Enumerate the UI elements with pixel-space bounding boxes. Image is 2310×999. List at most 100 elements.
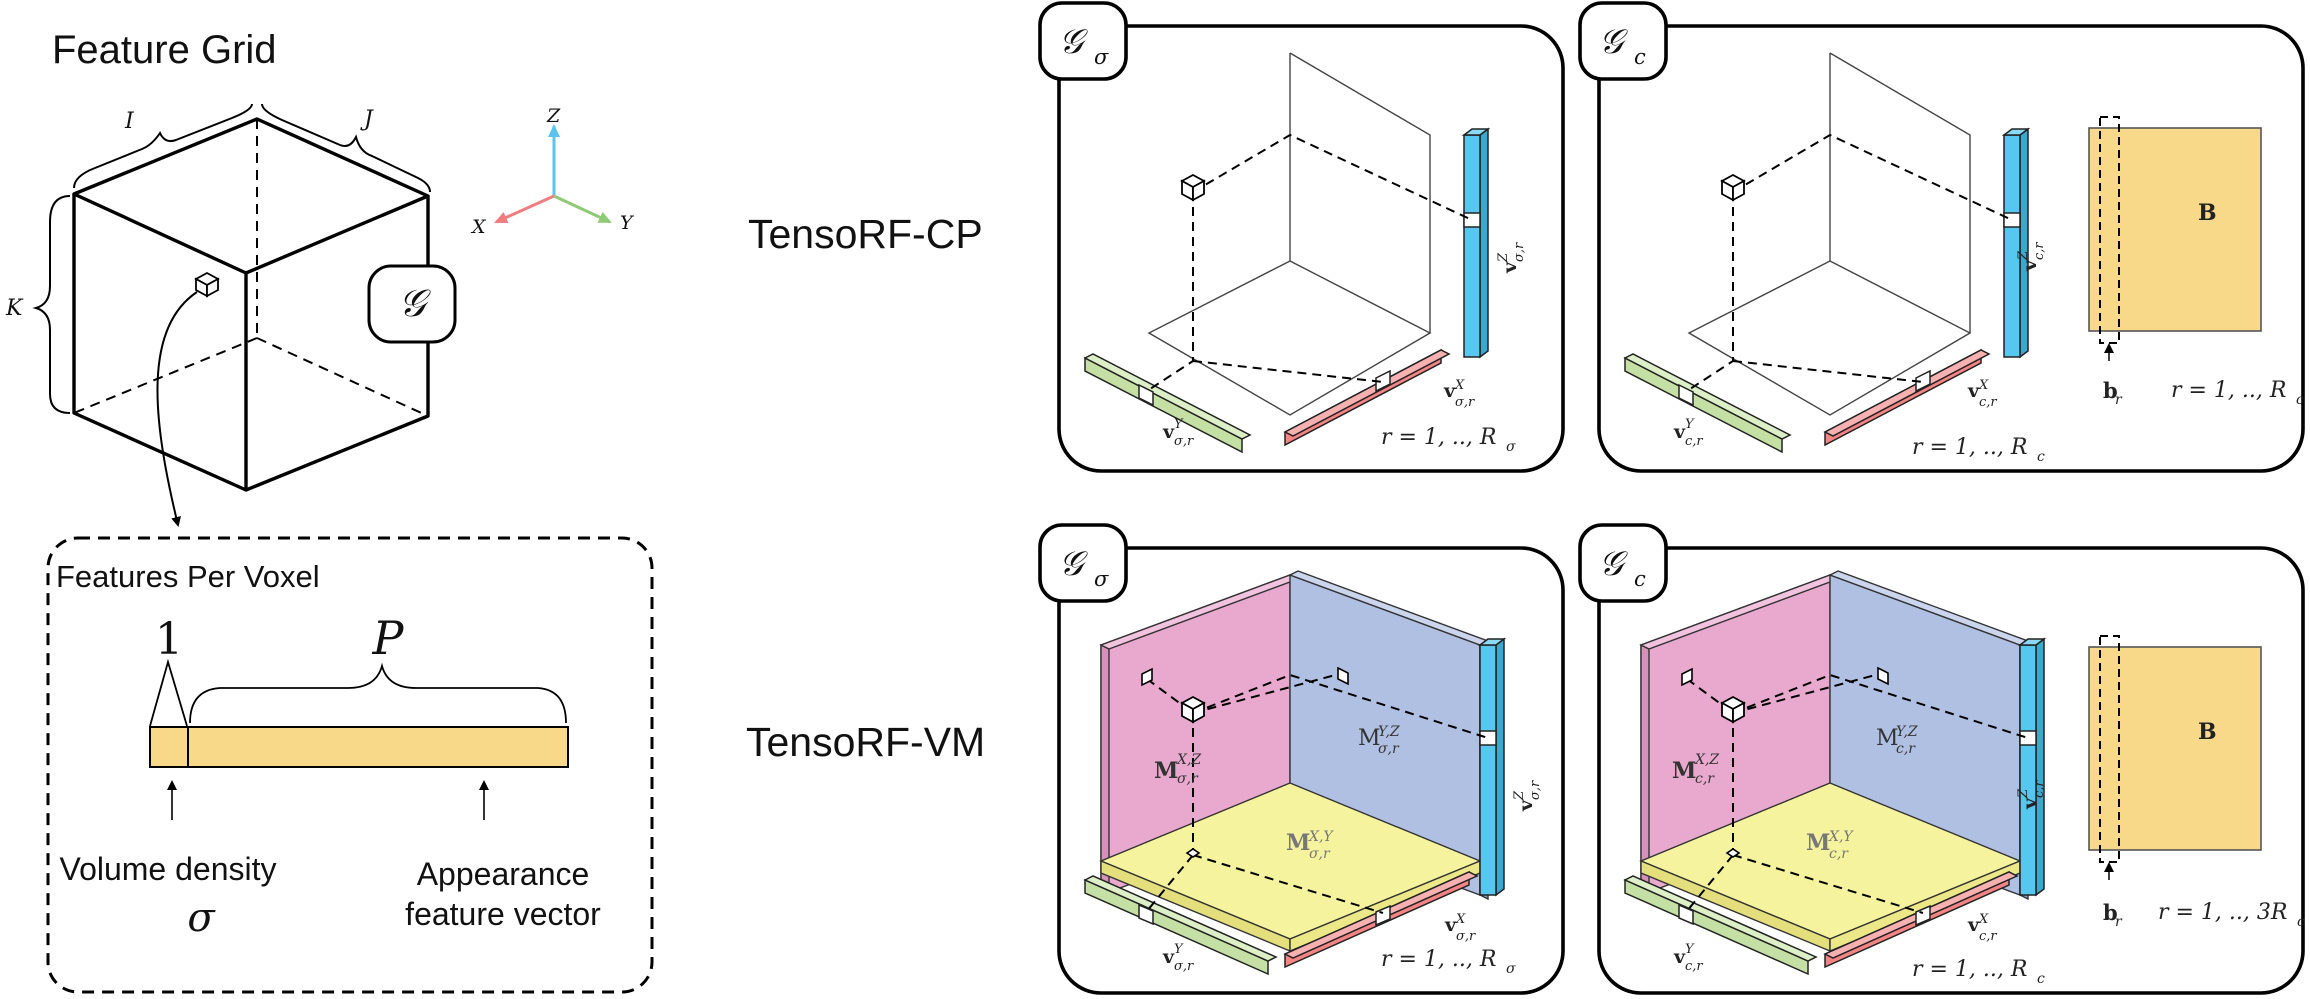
svg-text:Y: Y: [1685, 417, 1695, 432]
svg-text:c,r: c,r: [1829, 846, 1849, 862]
vz-base: v: [2019, 797, 2041, 810]
svg-text:σ,r: σ,r: [1455, 395, 1475, 410]
svg-text:𝒢: 𝒢: [1599, 544, 1628, 584]
range-sub: σ: [1506, 439, 1516, 455]
svg-text:X,Z: X,Z: [1176, 752, 1201, 768]
mxz-sub: σ,r: [1177, 771, 1199, 787]
g-c-sub: c: [1634, 567, 1646, 591]
svg-text:c,r: c,r: [1896, 741, 1916, 757]
vz-base: v: [1515, 799, 1537, 812]
range-sub: c: [2037, 449, 2045, 465]
vy-sup: Y: [1174, 942, 1184, 957]
svg-text:v: v: [1967, 914, 1980, 936]
voxel-arrow: [156, 291, 198, 527]
range-text-b: r = 1, .., 3R: [2158, 900, 2287, 925]
b-vector-sub: r: [2115, 392, 2123, 408]
appearance-line2: feature vector: [405, 896, 601, 932]
svg-text:Y: Y: [1685, 942, 1695, 957]
svg-text:Z: Z: [1496, 252, 1511, 263]
brace-p: [189, 662, 567, 724]
vy-base: v: [1673, 421, 1686, 443]
svg-text:c,r: c,r: [1685, 434, 1703, 449]
svg-text:σ,r: σ,r: [1177, 771, 1199, 787]
svg-text:r = 1, .., R: r = 1, .., R: [1912, 957, 2027, 982]
svg-text:v: v: [1443, 380, 1456, 402]
vy-base: v: [1162, 421, 1175, 443]
axis-z-label: Z: [546, 105, 561, 127]
label-p: P: [372, 611, 405, 665]
svg-text:r: r: [2115, 392, 2123, 408]
svg-text:M: M: [1358, 726, 1381, 751]
svg-text:σ,r: σ,r: [1456, 929, 1476, 944]
range-sub: c: [2037, 971, 2045, 987]
svg-text:σ,r: σ,r: [1512, 242, 1527, 262]
svg-text:c: c: [1634, 45, 1646, 69]
myz-base: M: [1876, 726, 1899, 751]
vz-sub: c,r: [2032, 242, 2047, 260]
vx-sub: c,r: [1979, 929, 1997, 944]
range-text: r = 1, .., R: [1381, 947, 1496, 972]
b-vector-sub: r: [2115, 914, 2123, 930]
range-text: r = 1, .., R: [1912, 957, 2027, 982]
vx-sup: X: [1978, 912, 1989, 927]
density-label: Volume density: [59, 851, 276, 887]
mxz-base: M: [1672, 758, 1696, 784]
panel-vm-c: 𝒢 c M X,Z c,r M Y,Z c,r M X,Y c,r v Z c,…: [1578, 523, 2305, 995]
vx-base: v: [1967, 380, 1980, 402]
svg-text:r = 1, .., R: r = 1, .., R: [1381, 947, 1496, 972]
vx-base: v: [1967, 914, 1980, 936]
svg-text:r: r: [2115, 914, 2123, 930]
svg-text:M: M: [1876, 726, 1899, 751]
svg-text:v: v: [2019, 259, 2041, 272]
vy-sup: Y: [1685, 417, 1695, 432]
appearance-line1: Appearance: [417, 856, 590, 892]
svg-text:M: M: [1672, 758, 1696, 784]
mxz-sub: c,r: [1695, 771, 1715, 787]
vz-sub: σ,r: [1528, 780, 1543, 800]
svg-text:𝒢: 𝒢: [1599, 22, 1628, 62]
brace-j: [261, 103, 431, 193]
svg-text:v: v: [1162, 946, 1175, 968]
label-k: K: [5, 296, 24, 321]
mxy-sub: c,r: [1829, 846, 1849, 862]
vx-sub: c,r: [1979, 395, 1997, 410]
vz-sup: Z: [2016, 250, 2031, 261]
svg-text:M: M: [1286, 830, 1310, 856]
b-matrix-label: B: [2198, 719, 2217, 745]
svg-text:X,Z: X,Z: [1694, 752, 1719, 768]
myz-sup: Y,Z: [1378, 724, 1400, 740]
vx-base: v: [1444, 914, 1457, 936]
b-vector-base: b: [2103, 900, 2118, 925]
svg-text:c: c: [1634, 567, 1646, 591]
g-c-sub: c: [1634, 45, 1646, 69]
g-c-base: 𝒢: [1599, 22, 1628, 62]
panel-cp-sigma: 𝒢 σ v Z σ,r v X σ,r v Y σ,r r = 1, .., R…: [1038, 1, 1565, 473]
svg-text:r = 1, .., R: r = 1, .., R: [2171, 378, 2286, 403]
range-text: r = 1, .., R: [1912, 435, 2027, 460]
brace-k: [32, 195, 71, 414]
range-sub: σ: [1506, 961, 1516, 977]
mxy-sup: X,Y: [1828, 829, 1854, 845]
range-sub-b: c: [2297, 914, 2305, 930]
vz-sub: c,r: [2032, 780, 2047, 798]
axis-x-label: X: [470, 216, 487, 238]
svg-text:c,r: c,r: [1979, 395, 1997, 410]
g-sigma-base: 𝒢: [1059, 544, 1088, 584]
svg-text:M: M: [1154, 758, 1178, 784]
vx-sup: X: [1978, 378, 1989, 393]
g-sigma-sub: σ: [1094, 45, 1109, 69]
myz-base: M: [1358, 726, 1381, 751]
label-one: 1: [155, 614, 183, 665]
svg-text:v: v: [1673, 946, 1686, 968]
row-label-cp: TensoRF-CP: [748, 211, 983, 257]
svg-text:X,Y: X,Y: [1308, 829, 1334, 845]
svg-text:σ,r: σ,r: [1378, 741, 1400, 757]
brace-i: [73, 103, 253, 189]
svg-text:B: B: [2198, 719, 2217, 745]
g-sigma-sub: σ: [1094, 567, 1109, 591]
svg-text:B: B: [2198, 200, 2217, 226]
svg-text:σ: σ: [1506, 961, 1516, 977]
mxy-base: M: [1286, 830, 1310, 856]
svg-text:v: v: [1499, 261, 1521, 274]
